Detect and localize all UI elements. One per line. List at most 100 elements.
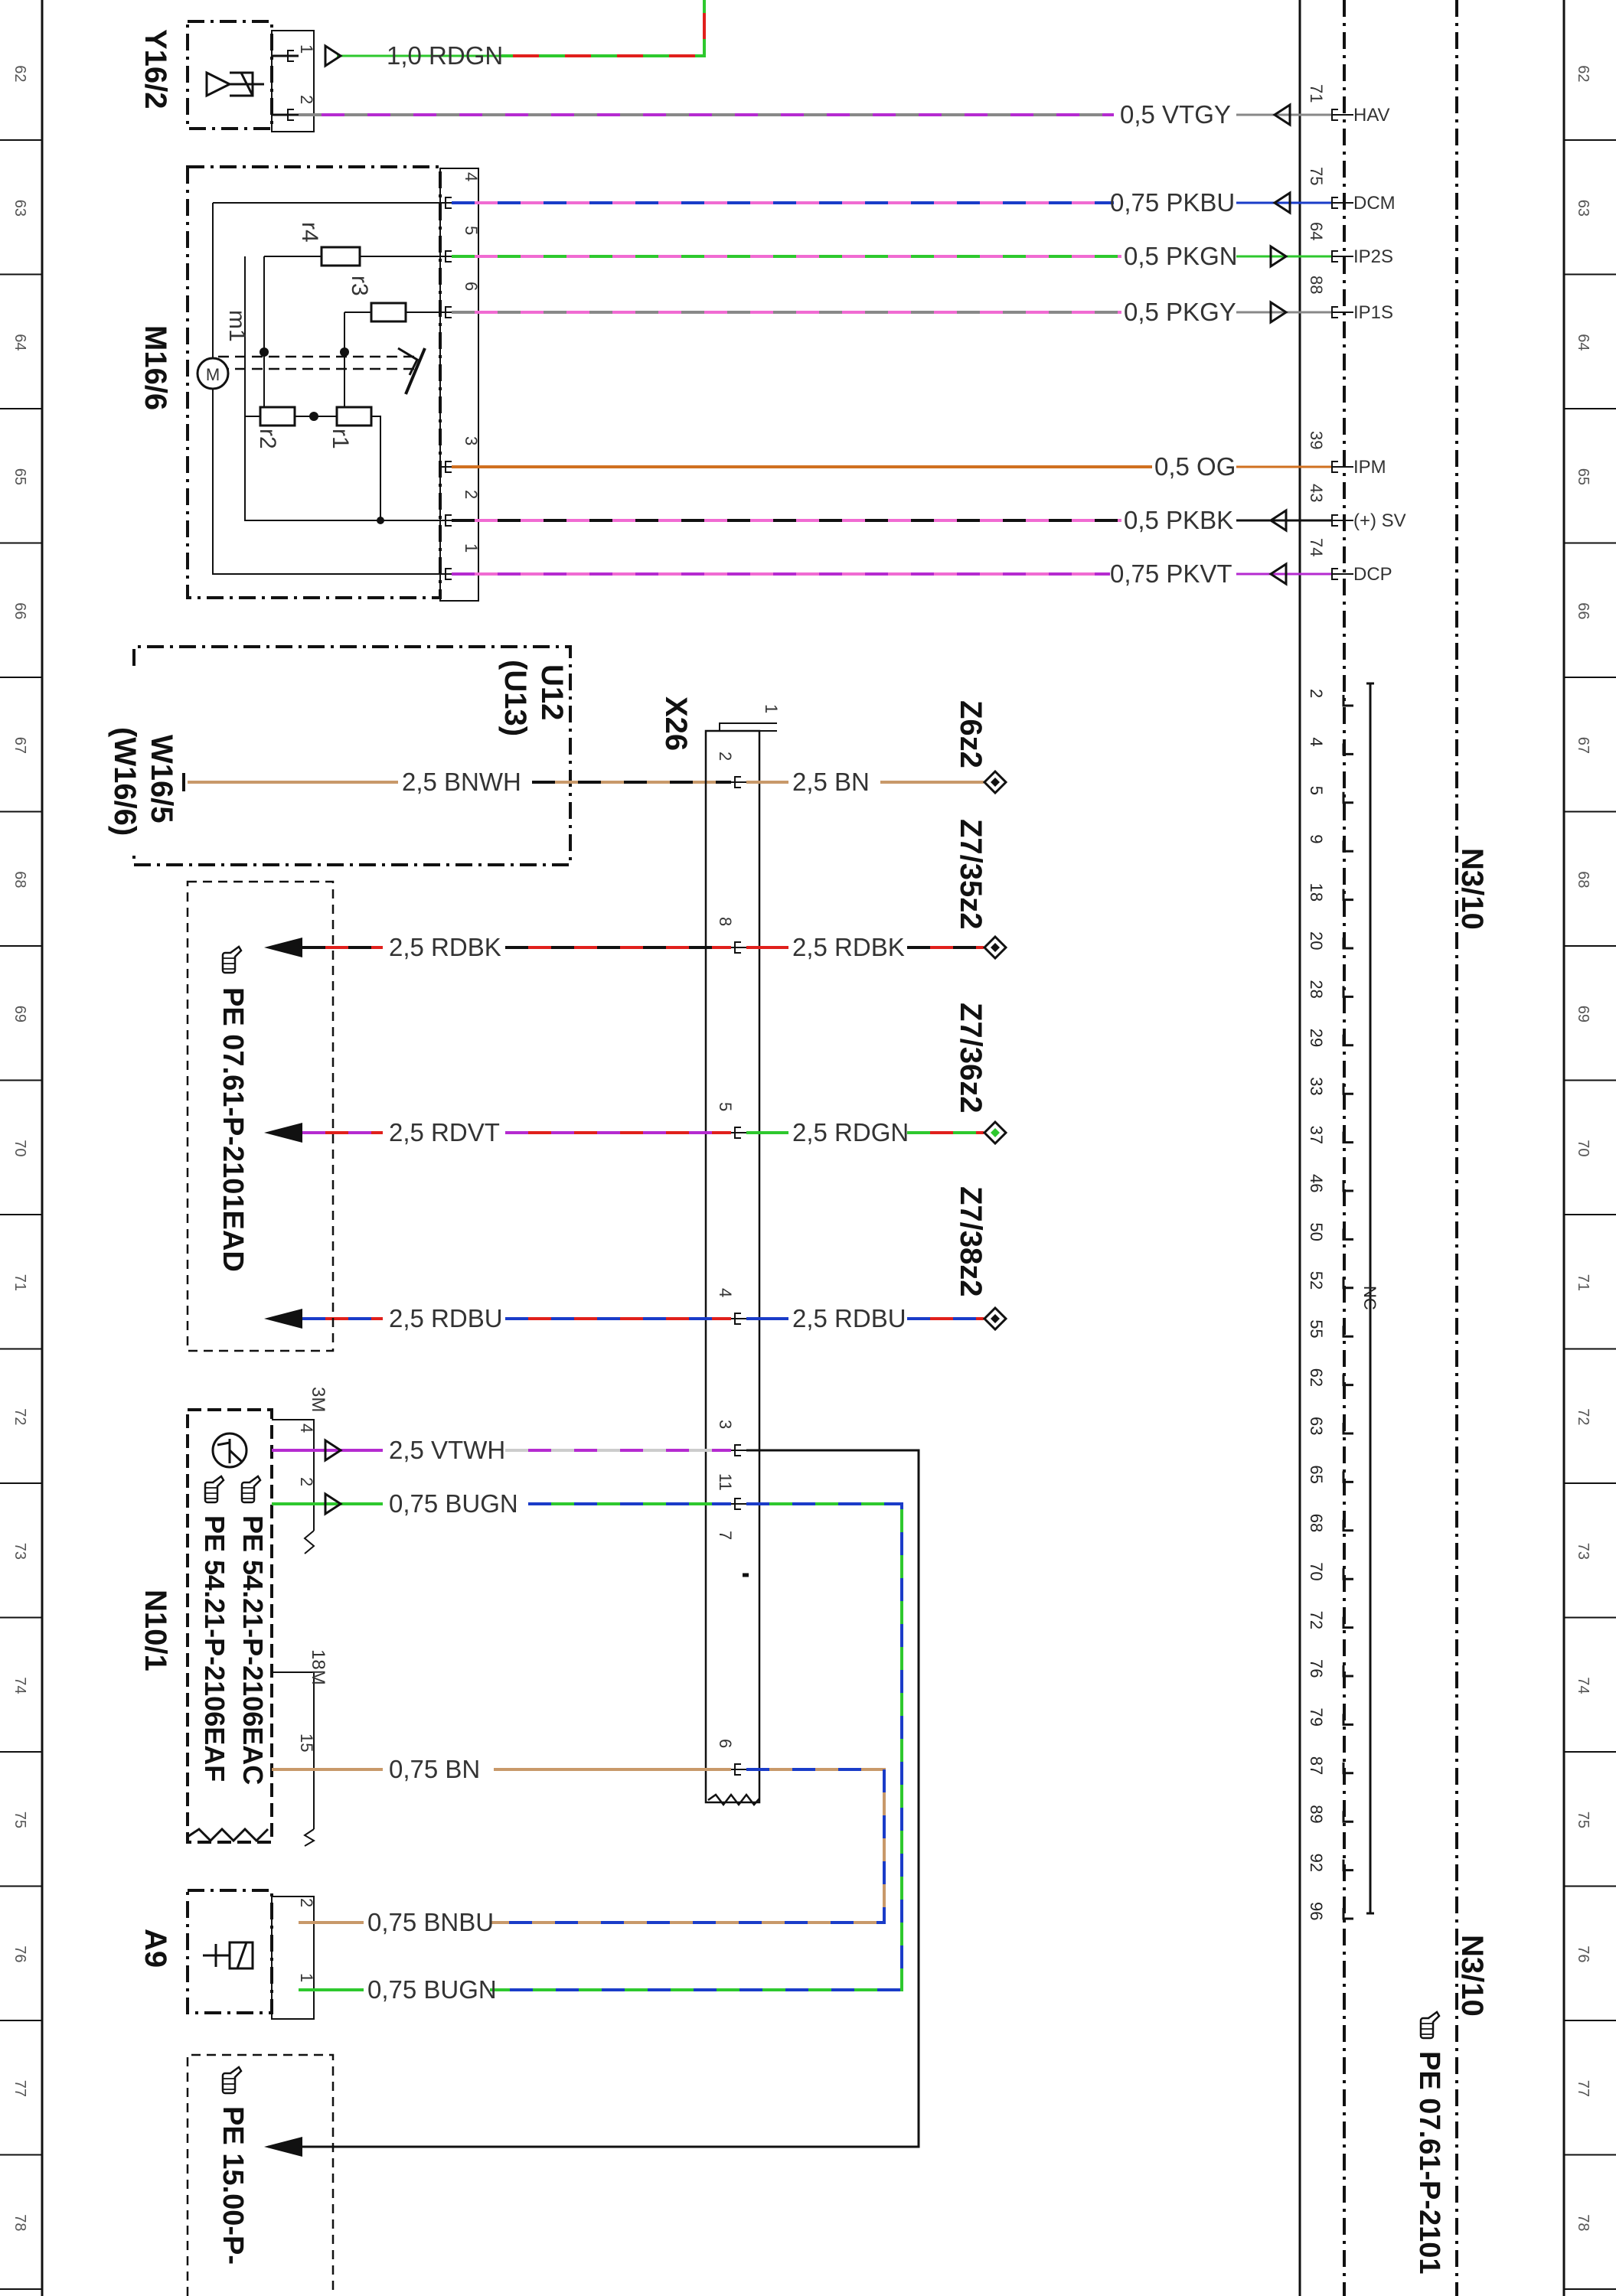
nc-pin-number: 62 <box>1307 1368 1326 1387</box>
part-label: r3 <box>347 276 372 296</box>
terminal-label: IPM <box>1353 457 1386 478</box>
grid-number: 73 <box>1575 1543 1592 1560</box>
hand-pointer-icon <box>204 1475 225 1504</box>
pin: 5 <box>462 226 481 235</box>
pin: 1 <box>297 1973 316 1982</box>
component-label: A9 <box>139 1929 172 1968</box>
wire-label: 0,75 PKBU <box>1110 188 1235 217</box>
component-y16-2: 1 2 Y16/2 <box>139 20 316 132</box>
terminal-label: (+) SV <box>1353 510 1406 531</box>
component-label: Z7/38z2 <box>954 1186 988 1297</box>
grid-number: 78 <box>1575 2214 1592 2231</box>
grid-number: 68 <box>11 871 28 888</box>
wire-0-75-bugn: 0,75 BUGN <box>272 1489 903 1991</box>
reference-label: PE 54.21-P-2106EAF <box>199 1515 230 1782</box>
component-a9: 2 1 A9 <box>139 1889 316 2020</box>
pin: 15 <box>297 1733 316 1752</box>
nc-pin-number: 4 <box>1307 737 1326 746</box>
grid-number: 71 <box>1575 1274 1592 1291</box>
wire-label: 2,5 RDGN <box>792 1118 909 1146</box>
grid-number: 76 <box>11 1945 28 1962</box>
component-label: (U13) <box>498 660 532 736</box>
component-label: X26 <box>659 696 693 751</box>
component-label: Z7/36z2 <box>954 1003 988 1114</box>
wire-0-5-vtgy: 0,5 VTGY <box>299 100 1332 129</box>
component-label: N10/1 <box>139 1590 172 1671</box>
wire-0-75-pkvt: 0,75 PKVT <box>452 559 1332 588</box>
pin: 4 <box>297 1424 316 1433</box>
wire-label: 2,5 RDBU <box>389 1304 503 1332</box>
grid-number: 62 <box>11 65 28 82</box>
grid-number: 64 <box>11 334 28 351</box>
nc-pin-number: 72 <box>1307 1611 1326 1629</box>
wire-label: 0,75 BUGN <box>389 1489 518 1518</box>
nc-pin-number: 20 <box>1307 931 1326 950</box>
wire-label: 0,75 BN <box>389 1755 480 1783</box>
hand-pointer-icon <box>240 1475 262 1504</box>
nc-pin-number: 5 <box>1307 786 1326 795</box>
grid-number: 72 <box>1575 1408 1592 1425</box>
wire-2-5-bn: 2,5 BN Z6z2 <box>746 700 1008 796</box>
component-u12: U12 (U13) W16/5 (W16/6) <box>108 645 572 866</box>
grid-number: 74 <box>1575 1677 1592 1694</box>
hand-pointer-icon <box>221 945 243 974</box>
grid-number: 70 <box>1575 1140 1592 1156</box>
wire-0-5-pkbk: 0,5 PKBK <box>452 506 1332 534</box>
pin: 2 <box>716 752 735 761</box>
pin: 43 <box>1307 484 1326 502</box>
component-label: N3/10 <box>1455 848 1489 930</box>
component-label: M16/6 <box>139 325 172 410</box>
reference-pe-07-61-ead: PE 07.61-P-2101EAD <box>186 880 335 1352</box>
component-label: (W16/6) <box>108 727 142 836</box>
terminal-label: HAV <box>1353 105 1390 126</box>
grid-number: 66 <box>1575 602 1592 619</box>
nc-label: NC <box>1360 1286 1379 1310</box>
wire-label: 2,5 BN <box>792 768 870 796</box>
motor-symbol: M <box>206 365 220 384</box>
pin: 1 <box>762 704 781 713</box>
nc-pin-number: 55 <box>1307 1319 1326 1338</box>
reference-label: PE 54.21-P-2106EAC <box>237 1515 269 1785</box>
pin: 1 <box>462 543 481 553</box>
wire-label: 2,5 RDVT <box>389 1118 500 1146</box>
pin: 2 <box>462 490 481 499</box>
pin: 6 <box>462 282 481 291</box>
grid-number: 66 <box>11 602 28 619</box>
pin: 8 <box>716 917 735 926</box>
reference-label: PE 15.00-P- <box>217 2106 249 2265</box>
grid-number: 69 <box>11 1006 28 1022</box>
pin: 1 <box>297 44 316 54</box>
reference-label: PE 07.61-P-2101EAD <box>217 987 249 1272</box>
wire-1-0-rdgn: 1,0 RDGN <box>324 0 706 70</box>
grid-number: 77 <box>1575 2080 1592 2097</box>
wire-2-5-bnwh: 2,5 BNWH <box>188 768 731 796</box>
grid-number: 72 <box>11 1408 28 1425</box>
pin: 5 <box>716 1102 735 1111</box>
pin: 3 <box>716 1420 735 1429</box>
wire-0-75-bn: 0,75 BN <box>272 1755 886 1924</box>
nc-pin-list: 2459182028293337465052556263656870727679… <box>1307 682 1379 1920</box>
nc-pin-number: 92 <box>1307 1854 1326 1872</box>
grid-number: 71 <box>11 1274 28 1291</box>
pin: 88 <box>1307 276 1326 294</box>
reference-pe-15-00: PE 15.00-P- <box>186 2053 335 2296</box>
pin: 71 <box>1307 84 1326 103</box>
wire-label: 0,5 PKGN <box>1124 242 1238 270</box>
wire-2-5-rdbu: 2,5 RDBU 2,5 RDBU Z7/38z2 <box>264 1186 1008 1332</box>
grid-number: 62 <box>1575 65 1592 82</box>
part-label: r1 <box>328 429 353 449</box>
reference-label: PE 07.61-P-2101 <box>1413 2051 1445 2275</box>
pin: 6 <box>716 1739 735 1748</box>
connector-code: 18M <box>308 1649 328 1685</box>
wire-2-5-rdbk: 2,5 RDBK 2,5 RDBK Z7/35z2 <box>264 819 1008 961</box>
grid-number: 67 <box>1575 737 1592 754</box>
part-label: m1 <box>224 310 250 342</box>
nc-pin-number: 63 <box>1307 1417 1326 1435</box>
wire-label: 2,5 RDBK <box>389 933 501 961</box>
nc-pin-number: 79 <box>1307 1707 1326 1726</box>
terminal-label: IP2S <box>1353 246 1393 267</box>
terminal-label: DCP <box>1353 564 1392 585</box>
pin: 4 <box>462 172 481 181</box>
